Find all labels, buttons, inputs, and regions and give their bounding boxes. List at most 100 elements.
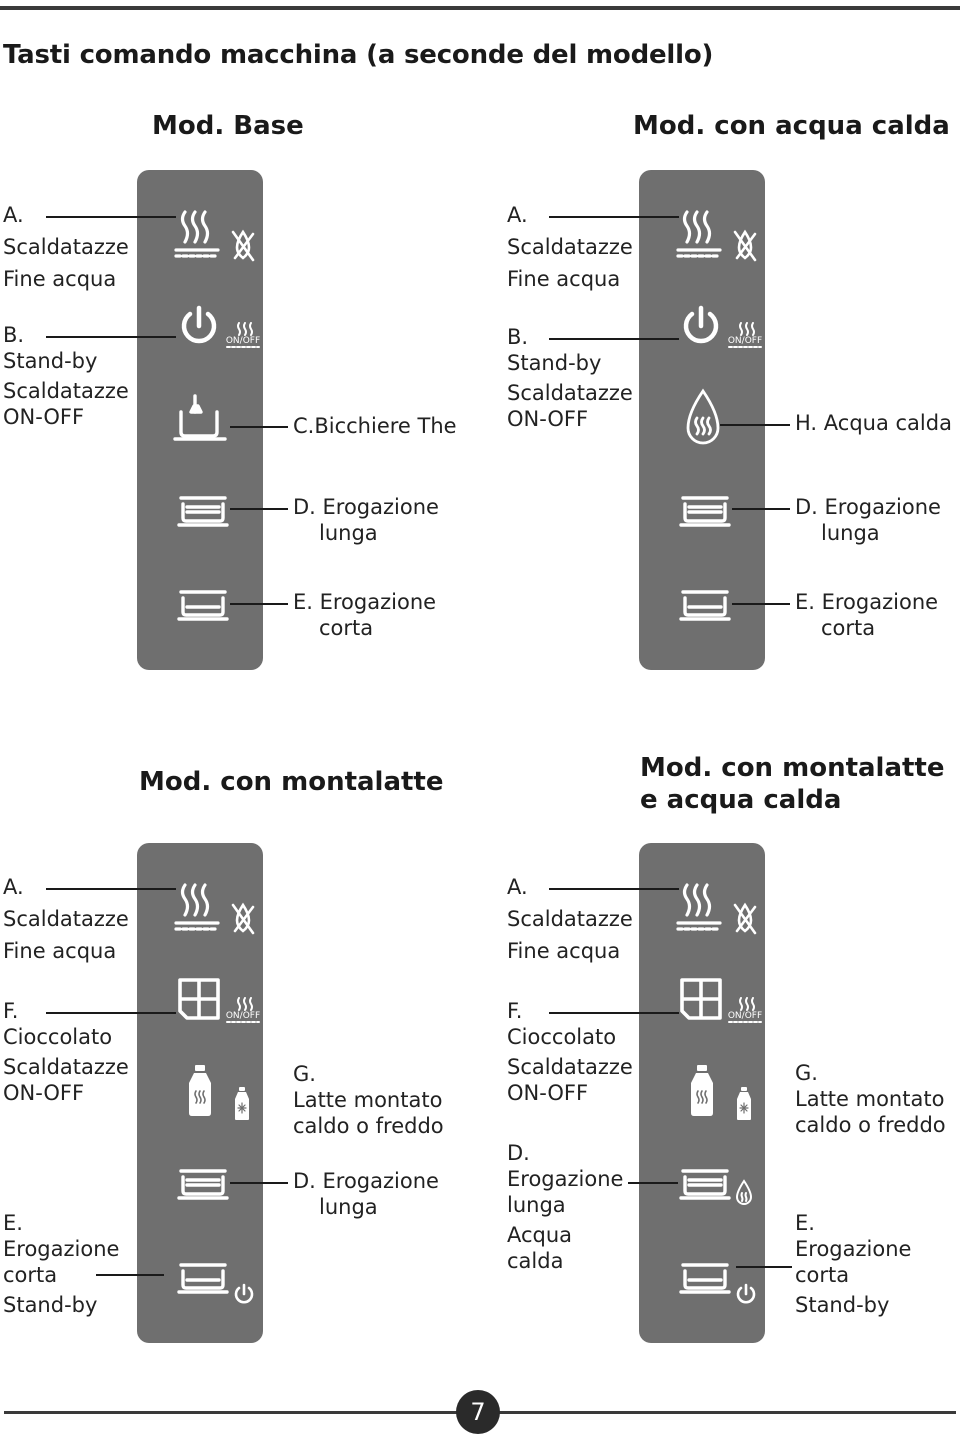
cup-warmer-onoff-button[interactable]: ON/OFF	[225, 997, 261, 1025]
cup-warmer-onoff-button[interactable]: ON/OFF	[225, 322, 261, 350]
power-icon	[736, 1283, 756, 1304]
long-cup-icon	[177, 496, 229, 527]
leader-line	[720, 424, 790, 426]
top-rule	[0, 6, 960, 10]
chocolate-button[interactable]	[177, 977, 221, 1021]
model-title-hot-water: Mod. con acqua calda	[633, 111, 950, 141]
svg-text:ON/OFF: ON/OFF	[226, 336, 260, 346]
leader-line	[230, 508, 288, 510]
water-empty-icon	[231, 229, 255, 262]
standby-button[interactable]	[735, 1283, 757, 1305]
cup-warmer-onoff-icon: ON/OFF	[728, 322, 762, 348]
leader-line	[46, 336, 176, 338]
page-number: 7	[456, 1390, 500, 1434]
cold-milk-button[interactable]	[233, 1087, 251, 1121]
cup-warmer-onoff-button[interactable]: ON/OFF	[727, 322, 763, 350]
water-empty-icon	[733, 902, 757, 935]
control-panel-base: ON/OFF	[137, 170, 263, 670]
hot-milk-button[interactable]	[689, 1065, 715, 1117]
short-cup-icon	[679, 1263, 731, 1294]
model-title-milk: Mod. con montalatte	[139, 767, 444, 797]
hot-water-drop-icon	[735, 1179, 753, 1205]
svg-text:ON/OFF: ON/OFF	[728, 1011, 762, 1021]
leader-line	[46, 216, 176, 218]
long-coffee-button[interactable]	[177, 1167, 229, 1201]
power-icon	[683, 305, 719, 344]
long-cup-icon	[177, 1169, 229, 1200]
water-empty-icon	[733, 229, 757, 262]
short-coffee-button[interactable]	[679, 588, 731, 622]
long-coffee-button[interactable]	[679, 494, 731, 528]
no-water-indicator	[731, 228, 759, 264]
short-coffee-button[interactable]	[679, 1261, 731, 1295]
leader-line	[46, 1012, 176, 1014]
power-icon	[181, 305, 217, 344]
tea-glass-button[interactable]	[173, 392, 229, 442]
standby-button[interactable]	[233, 1283, 255, 1305]
hot-water-button[interactable]	[685, 388, 721, 446]
label-c-base: C.Bicchiere The	[293, 414, 457, 438]
cup-warmer-onoff-button[interactable]: ON/OFF	[727, 997, 763, 1025]
hot-water-indicator	[735, 1179, 753, 1205]
long-coffee-button[interactable]	[679, 1167, 731, 1201]
cup-warmer-onoff-icon: ON/OFF	[226, 997, 260, 1023]
steam-plate-icon	[676, 883, 722, 931]
short-cup-icon	[679, 590, 731, 621]
label-h-hot-water: H. Acqua calda	[795, 411, 952, 435]
leader-line	[549, 888, 679, 890]
chocolate-button[interactable]	[679, 977, 723, 1021]
cup-warmer-button[interactable]	[173, 206, 229, 262]
control-panel-hot-water: ON/OFF	[639, 170, 765, 670]
hot-milk-button[interactable]	[187, 1065, 213, 1117]
leader-line	[230, 603, 288, 605]
water-empty-icon	[231, 902, 255, 935]
tea-cup-icon	[173, 394, 227, 441]
short-cup-icon	[177, 1263, 229, 1294]
leader-line	[732, 603, 790, 605]
cup-warmer-onoff-icon: ON/OFF	[226, 322, 260, 348]
leader-line	[230, 1182, 288, 1184]
page-title: Tasti comando macchina (a seconde del mo…	[3, 40, 714, 70]
power-icon	[234, 1283, 254, 1304]
cup-warmer-button[interactable]	[173, 879, 229, 935]
svg-text:ON/OFF: ON/OFF	[728, 336, 762, 346]
steam-plate-icon	[174, 210, 220, 258]
cup-warmer-onoff-icon: ON/OFF	[728, 997, 762, 1023]
short-coffee-button[interactable]	[177, 1261, 229, 1295]
short-cup-icon	[177, 590, 229, 621]
steam-plate-icon	[676, 210, 722, 258]
chocolate-bar-icon	[178, 978, 220, 1020]
hot-water-drop-icon	[686, 388, 720, 445]
leader-line	[96, 1274, 164, 1276]
long-coffee-button[interactable]	[177, 494, 229, 528]
cup-warmer-button[interactable]	[675, 206, 731, 262]
short-coffee-button[interactable]	[177, 588, 229, 622]
leader-line	[736, 1266, 792, 1268]
no-water-indicator	[229, 228, 257, 264]
standby-button[interactable]	[679, 304, 723, 348]
control-panel-milk: ON/OFF	[137, 843, 263, 1343]
standby-button[interactable]	[177, 304, 221, 348]
leader-line	[549, 216, 679, 218]
control-panel-milk-hot-water: ON/OFF	[639, 843, 765, 1343]
cold-milk-button[interactable]	[735, 1087, 753, 1121]
long-cup-icon	[679, 1169, 731, 1200]
no-water-indicator	[731, 901, 759, 937]
milk-bottle-icon	[189, 1065, 211, 1116]
leader-line	[230, 426, 288, 428]
cup-warmer-button[interactable]	[675, 879, 731, 935]
